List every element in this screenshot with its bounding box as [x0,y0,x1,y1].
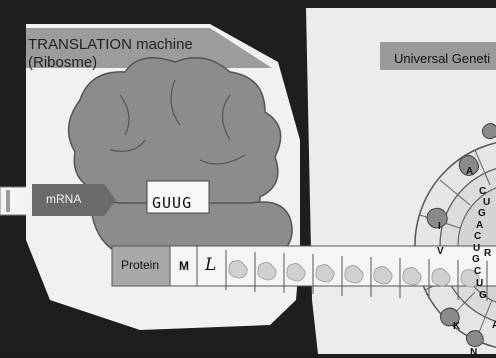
wheel-letter: R [484,248,491,259]
title-line-1: TRANSLATION machine [28,36,208,54]
wheel-letter: U [483,197,490,208]
wheel-letter: G [479,290,487,301]
wheel-letter: C [474,231,481,242]
wheel-letter: A [466,166,473,177]
wheel-letter: U [476,278,483,289]
wheel-letter: V [437,246,444,257]
wheel-letter: U [473,243,480,254]
wheel-letter: C [479,186,486,197]
wheel-letter: N [470,347,477,358]
amino-acid-2-handwriting: L [205,255,216,275]
wheel-letter: C [474,266,481,277]
protein-label: Protein [121,258,159,272]
wheel-letter: K [453,321,460,332]
wheel-letter: A [476,220,483,231]
genetic-code-title: Universal Geneti [394,51,490,66]
ribosome-shape [69,58,292,258]
wheel-letter: A [492,320,496,331]
title-line-2: (Ribosme) [28,54,208,72]
mrna-label: mRNA [46,192,81,206]
wheel-letter: G [472,254,480,265]
amino-acid-1: M [179,259,189,273]
ribosome-card-title: TRANSLATION machine (Ribosme) [28,36,208,72]
wheel-letter: I [438,221,441,232]
wheel-letter: G [478,208,486,219]
codon-handwriting: GUUG [152,194,192,212]
